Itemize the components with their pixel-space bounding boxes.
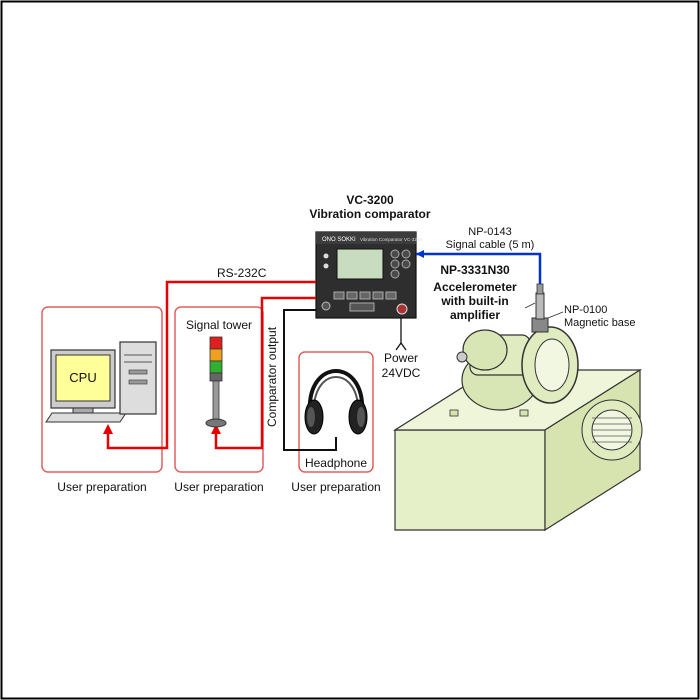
vc3200-unit: ONO SOKKI Vibration Comparator VC-3200 [315,231,422,319]
computer-icon [45,341,157,423]
signal-tower-icon [205,336,227,428]
vc3200-model-label: VC-3200 [346,193,394,207]
machine-illustration [392,283,643,532]
user-preparation-tower: User preparation [174,480,264,494]
accelerometer-line1: Accelerometer [433,280,517,294]
user-preparation-headphone: User preparation [291,480,381,494]
cable-part-label: NP-0143 [468,226,512,238]
accelerometer-line2: with built-in [441,294,509,308]
cpu-prep-box [41,306,163,473]
vc3200-name-label: Vibration comparator [309,207,431,221]
headphone-line [283,309,337,451]
headphone-prep-box [298,351,374,473]
power-voltage-label: 24VDC [381,366,421,380]
svg-text:Vibration Comparator VC-3200: Vibration Comparator VC-3200 [360,237,422,242]
rs232-line [106,280,316,450]
signal-tower-label: Signal tower [185,318,253,332]
power-label: Power [383,351,418,365]
power-plug-icon [395,341,407,351]
signal-cable-arrow [416,250,424,258]
rs232-label: RS-232C [217,266,267,280]
accelerometer-line3: amplifier [449,308,500,322]
unit-brand: ONO SOKKI [322,237,356,243]
comparator-output-label: Comparator output [265,326,279,427]
headphone-label: Headphone [304,456,368,470]
cpu-label: CPU [69,370,97,385]
accelerometer-part-label: NP-3331N30 [440,263,510,277]
comparator-output-line [214,296,316,450]
magnetic-base-part-label: NP-0100 [564,304,608,316]
user-preparation-cpu: User preparation [57,480,147,494]
magnetic-base-desc-label: Magnetic base [564,317,636,329]
cable-desc-label: Signal cable (5 m) [445,239,535,251]
signal-cable-line [416,252,542,284]
headphone-icon [304,369,368,435]
accelerometer-icon [535,292,545,320]
